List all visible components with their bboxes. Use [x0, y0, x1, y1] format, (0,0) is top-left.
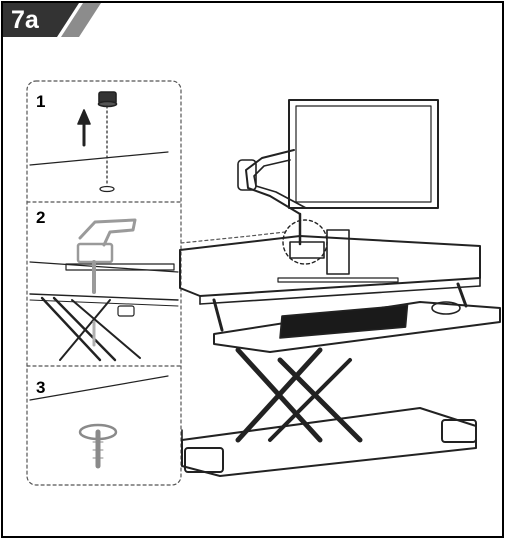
step-number-1: 1	[36, 92, 46, 111]
tab-label: 7a	[11, 6, 39, 34]
step-tab: 7a	[3, 3, 101, 37]
step3-illustration	[29, 375, 169, 469]
step2-illustration	[29, 218, 179, 362]
step-number-3: 3	[36, 378, 46, 397]
inset-panel	[26, 80, 286, 486]
tab-background	[3, 3, 101, 37]
step-number-2: 2	[36, 208, 46, 227]
desk-illustration	[179, 235, 501, 477]
monitor-illustration	[237, 99, 439, 275]
step1-illustration	[29, 91, 169, 193]
figure-frame	[1, 1, 504, 538]
